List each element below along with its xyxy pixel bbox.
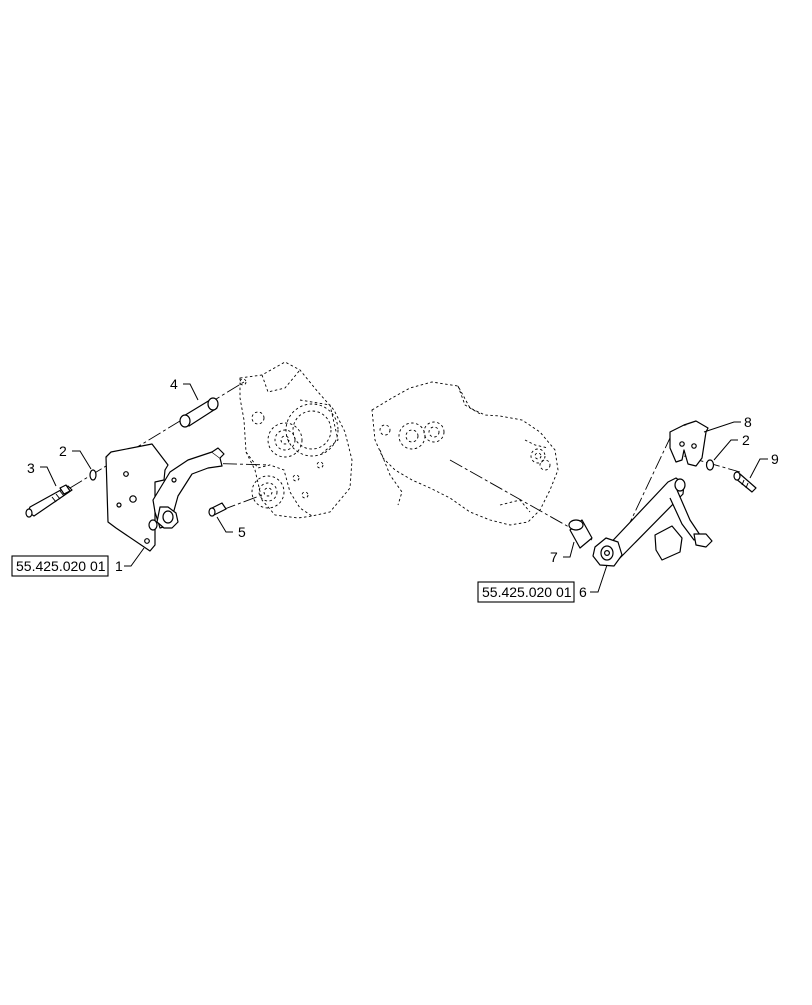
right-ghost-housing	[371, 381, 559, 526]
reference-label-left[interactable]: 55.425.020 01	[11, 555, 109, 577]
callout-6: 6	[579, 584, 587, 600]
bolt-part-9	[733, 471, 757, 493]
reference-label-left-text: 55.425.020 01	[16, 558, 106, 574]
callout-1: 1	[115, 558, 123, 574]
washer-part-2-left	[89, 469, 97, 481]
washer-part-2-right	[705, 459, 715, 471]
pin-part-4	[179, 397, 219, 428]
callout-numbers: 1 2 3 4 5 6 7 8 2 9	[27, 376, 779, 600]
callout-4: 4	[170, 376, 178, 392]
reference-label-right[interactable]: 55.425.020 01	[477, 581, 575, 603]
callout-7: 7	[550, 549, 558, 565]
lever-arm-part-1	[148, 447, 225, 531]
linkage-arm-part-6	[592, 477, 713, 567]
callout-8: 8	[744, 414, 752, 430]
callout-9: 9	[771, 451, 779, 467]
callout-2-right: 2	[742, 432, 750, 448]
callout-leaders	[40, 383, 768, 593]
callout-3: 3	[27, 460, 35, 476]
callout-2-left: 2	[59, 443, 67, 459]
reference-label-right-text: 55.425.020 01	[482, 584, 572, 600]
screw-part-5	[208, 502, 227, 517]
left-ghost-housing	[239, 361, 353, 519]
callout-5: 5	[238, 524, 246, 540]
bolt-part-3	[25, 484, 73, 518]
sleeve-part-7	[568, 519, 593, 549]
bracket-part-8	[669, 420, 709, 467]
